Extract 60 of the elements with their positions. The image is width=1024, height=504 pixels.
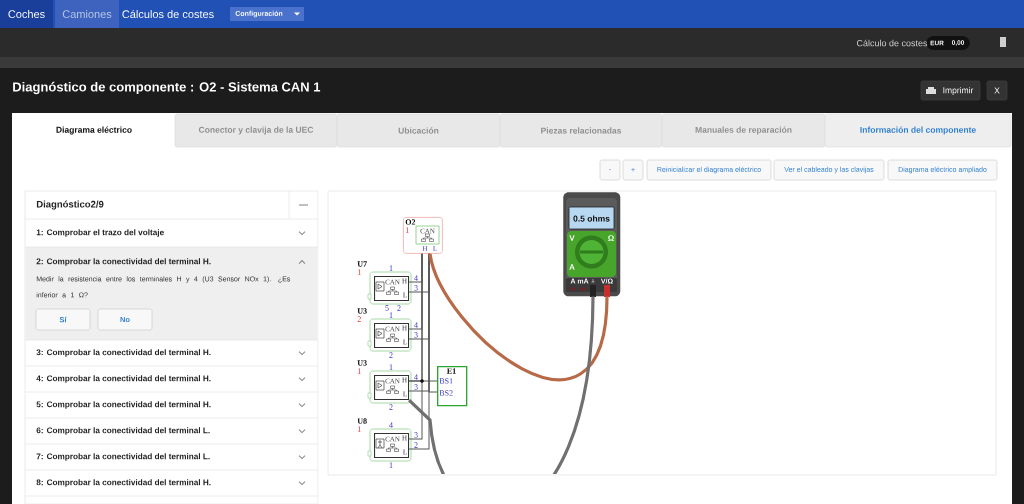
component-number: 1: [358, 426, 361, 432]
pin-number: 1: [389, 364, 393, 370]
pin-label: BS2: [439, 390, 453, 396]
wire: [408, 380, 438, 382]
dial-label: V: [569, 235, 575, 241]
tab: Conector y clavija de la UEC: [174, 113, 338, 148]
step-title: 2: Comprobar la conectividad del terminal H.: [36, 258, 211, 266]
component-number: 2: [357, 316, 361, 322]
print-button: Imprimir: [920, 80, 981, 101]
step-title: 5: Comprobar la conectividad del terminal H.: [36, 401, 211, 409]
close-button: X: [986, 80, 1008, 101]
pin-number: 2: [389, 352, 393, 358]
pin-number: 5: [385, 305, 389, 311]
pin-number: 4: [389, 422, 393, 428]
component-number: 1: [358, 269, 361, 275]
component-label: U8: [357, 418, 367, 424]
probe-cable: [407, 296, 595, 474]
pin-number: 4: [414, 275, 418, 281]
nav-tab: Coches: [0, 0, 53, 28]
probe-cable: [428, 253, 609, 382]
step-title: 4: Comprobar la conectividad del terminal H.: [36, 375, 211, 383]
tab: Piezas relacionadas: [499, 113, 663, 148]
component-label: E1: [447, 368, 456, 374]
accordion-heading: Diagnóstico2/9: [36, 200, 104, 210]
wire: [428, 253, 438, 393]
component-label: U7: [357, 261, 367, 267]
component-label: O2: [405, 219, 416, 225]
component-number: 1: [406, 227, 409, 233]
tab: Información del componente: [824, 113, 1012, 148]
dial-label: A: [569, 264, 575, 270]
pin-number: 2: [397, 305, 401, 311]
nav-link: Cálculos de costes: [122, 9, 214, 19]
step-title: 7: Comprobar la conectividad del terminal L.: [36, 453, 210, 461]
step-title: 1: Comprobar el trazo del voltaje: [36, 229, 164, 237]
component-number: 1: [358, 368, 361, 374]
wire: [408, 253, 423, 440]
pin-number: 2: [389, 404, 393, 410]
pin-number: 1: [389, 312, 393, 318]
pin-number: 1: [389, 462, 393, 468]
component-label: U3: [357, 360, 367, 366]
component-label: U3: [357, 308, 367, 314]
dial-label: Ω: [608, 235, 614, 241]
step-title: 8: Comprobar la conectividad del terminal H.: [36, 479, 211, 487]
pin-number: 1: [389, 265, 393, 271]
pin-number: 3: [414, 384, 418, 390]
pin-number: 3: [414, 332, 418, 338]
pin-number: 4: [414, 322, 418, 328]
pin-number: 3: [414, 285, 418, 291]
pin-number: 2: [414, 442, 418, 448]
step-title: 3: Comprobar la conectividad del terminal H.: [36, 349, 211, 357]
pin-number: 3: [414, 432, 418, 438]
meter-reading: 0.5 ohms: [573, 215, 610, 222]
tab: Ubicación: [336, 113, 501, 148]
step-title: 6: Comprobar la conectividad del terminal L.: [36, 427, 210, 435]
tab: Manuales de reparación: [661, 113, 826, 148]
pin-number: 4: [414, 374, 418, 380]
dialog-title: Diagnóstico de componente : O2 - Sistema CAN 1: [13, 81, 321, 95]
pin-label: BS1: [439, 378, 453, 384]
cost-label: Cálculo de costes: [856, 39, 928, 47]
nav-tab: Camiones: [55, 0, 119, 28]
